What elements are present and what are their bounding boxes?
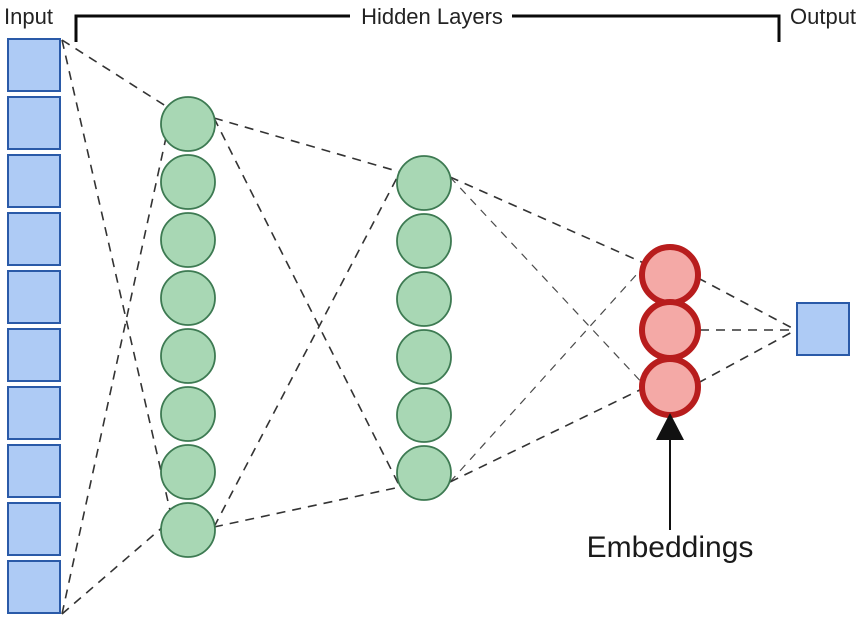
edges-input-to-hidden1: [61, 39, 173, 615]
input-block-1[interactable]: [7, 38, 61, 92]
edge-h1-bottom-h2-bottom: [213, 486, 401, 528]
input-block-6[interactable]: [7, 328, 61, 382]
hidden2-node-3[interactable]: [396, 271, 452, 327]
input-block-4[interactable]: [7, 212, 61, 266]
embeddings-label: Embeddings: [587, 531, 754, 564]
hidden1-node-1[interactable]: [160, 96, 216, 152]
hidden-layer-1: [160, 96, 216, 558]
hidden-layers-bracket: [74, 14, 781, 42]
embeddings-arrow-head-icon: [656, 413, 684, 440]
hidden1-node-2[interactable]: [160, 154, 216, 210]
hidden-layer-2: [396, 155, 452, 501]
input-block-3[interactable]: [7, 154, 61, 208]
edge-emb-top-output: [697, 277, 795, 330]
edge-in-bottom-h1-top: [61, 109, 173, 615]
embedding-node-2[interactable]: [639, 299, 701, 361]
hidden1-node-8[interactable]: [160, 502, 216, 558]
input-block-2[interactable]: [7, 96, 61, 150]
edge-h1-top-h2-bottom: [213, 117, 401, 488]
embedding-node-1[interactable]: [639, 244, 701, 306]
hidden2-node-6[interactable]: [396, 445, 452, 501]
input-label: Input: [4, 4, 53, 29]
bracket-right-segment: [512, 14, 781, 42]
hidden2-node-1[interactable]: [396, 155, 452, 211]
output-block-1[interactable]: [796, 302, 850, 356]
edges-embeddings-to-output: [697, 277, 795, 384]
edge-h2-bottom-emb-top: [449, 263, 647, 483]
edge-in-top-h1-bottom: [61, 39, 173, 520]
hidden1-node-7[interactable]: [160, 444, 216, 500]
embedding-node-3[interactable]: [639, 356, 701, 418]
input-block-8[interactable]: [7, 444, 61, 498]
hidden1-node-6[interactable]: [160, 386, 216, 442]
edge-h1-top-h2-top: [213, 117, 401, 173]
hidden1-node-4[interactable]: [160, 270, 216, 326]
embeddings-annotation: Embeddings: [587, 413, 754, 564]
edge-in-bottom-h1-bottom: [61, 518, 173, 615]
edge-h2-bottom-emb-bottom: [449, 386, 647, 483]
output-layer: [796, 302, 850, 356]
output-label: Output: [790, 4, 856, 29]
hidden2-node-5[interactable]: [396, 387, 452, 443]
embedding-layer: [639, 244, 701, 418]
bracket-left-segment: [74, 14, 350, 42]
edge-h2-top-emb-top: [449, 176, 647, 265]
hidden-layers-label: Hidden Layers: [361, 4, 503, 29]
input-layer: [7, 38, 61, 614]
edges-hidden1-to-hidden2: [213, 117, 401, 528]
input-block-9[interactable]: [7, 502, 61, 556]
edges-hidden2-to-embeddings: [449, 176, 647, 483]
input-block-7[interactable]: [7, 386, 61, 440]
input-block-10[interactable]: [7, 560, 61, 614]
hidden1-node-3[interactable]: [160, 212, 216, 268]
edge-in-top-h1-top: [61, 39, 173, 111]
hidden2-node-4[interactable]: [396, 329, 452, 385]
edge-emb-bottom-output: [697, 330, 795, 384]
hidden1-node-5[interactable]: [160, 328, 216, 384]
hidden2-node-2[interactable]: [396, 213, 452, 269]
input-block-5[interactable]: [7, 270, 61, 324]
edge-h1-bottom-h2-top: [213, 171, 401, 528]
edge-h2-top-emb-bottom: [449, 176, 647, 388]
